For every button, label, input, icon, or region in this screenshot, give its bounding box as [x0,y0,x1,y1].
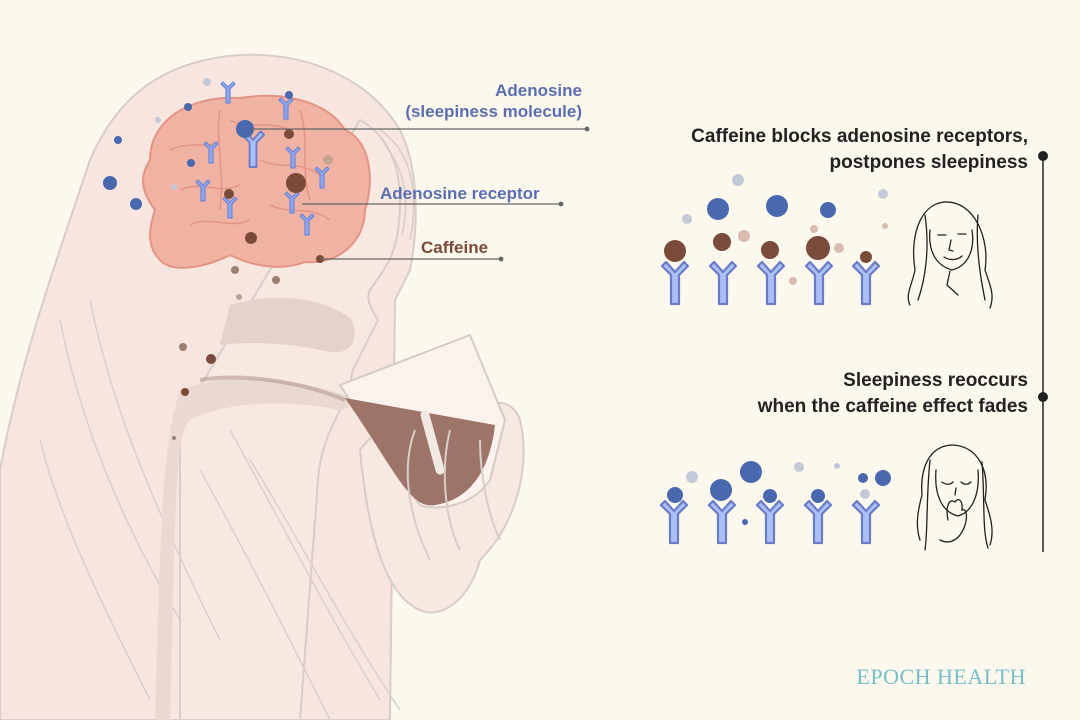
brain-illustration [103,78,371,440]
receptors-blocked-diagram [660,174,888,306]
epoch-health-logo: EPOCH HEALTH [856,664,1026,689]
yawning-woman-face-icon [916,444,993,551]
panel-2-heading: Sleepiness reoccurs when the caffeine ef… [758,368,1028,420]
leader-lines [251,126,590,262]
adenosine-receptor-label: Adenosine receptor [380,184,540,203]
panel-1-heading-line2: postpones sleepiness [829,152,1028,173]
awake-woman-face-icon [907,201,993,309]
receptors-bound-adenosine-diagram [659,461,891,545]
panel-2-heading-line1: Sleepiness reoccurs [843,370,1028,391]
panel-1-heading-line1: Caffeine blocks adenosine receptors, [691,126,1028,147]
adenosine-subtitle: (sleepiness molecule) [405,102,582,121]
panel-1-heading: Caffeine blocks adenosine receptors, pos… [691,124,1028,176]
adenosine-title: Adenosine [495,81,582,100]
adenosine-label: Adenosine (sleepiness molecule) [405,80,582,122]
caffeine-label: Caffeine [421,238,489,257]
panel-2-heading-line2: when the caffeine effect fades [757,396,1028,417]
timeline [1038,151,1048,552]
